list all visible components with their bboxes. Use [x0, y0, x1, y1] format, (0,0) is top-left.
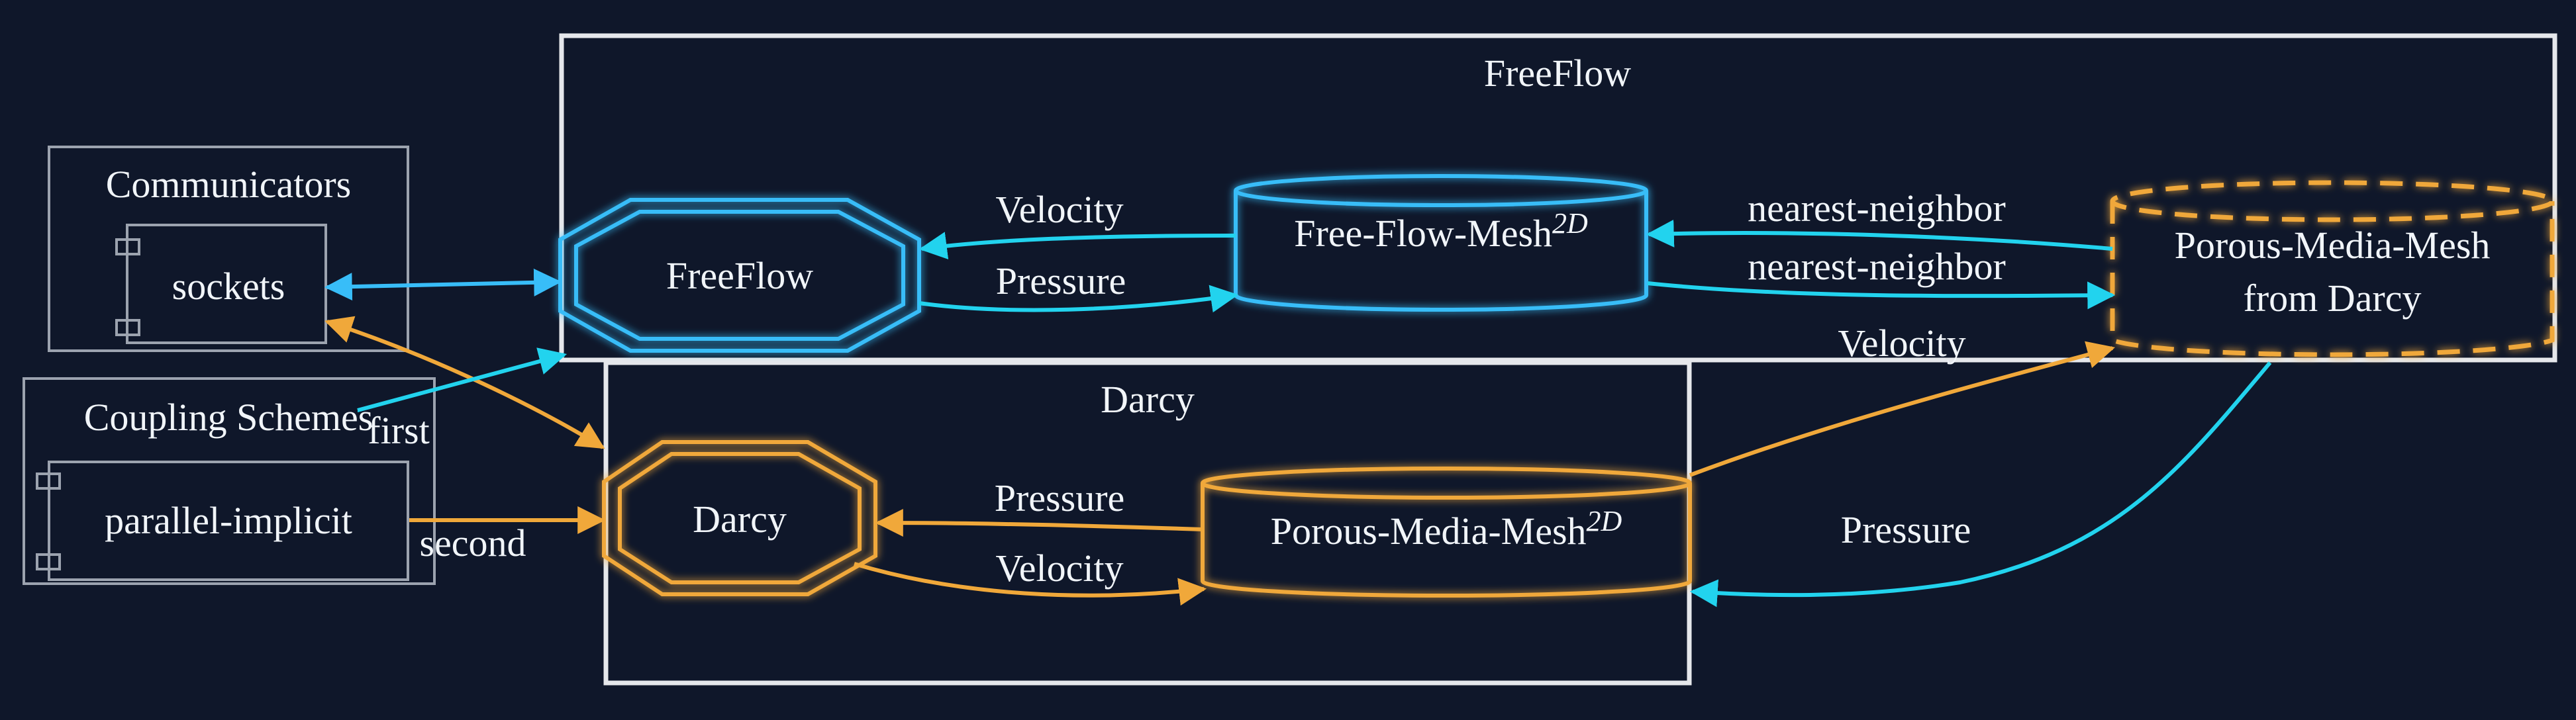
parallel-implicit-label: parallel-implicit: [105, 499, 352, 542]
darcy-participant-label: Darcy: [693, 498, 787, 541]
label-second: second: [419, 521, 526, 564]
freeflow-cluster: [559, 33, 2557, 363]
label-pressure-received: Pressure: [1841, 508, 1971, 551]
communicators-cluster-title: Communicators: [106, 163, 352, 206]
free-flow-mesh-node[interactable]: [1234, 174, 1648, 312]
label-nn-2: nearest-neighbor: [1748, 245, 2006, 288]
edge-sockets-freeflow: [324, 268, 562, 301]
freeflow-participant-node[interactable]: [558, 198, 921, 353]
edge-nn-1: [1646, 219, 2113, 251]
coupling-schemes-cluster: [23, 377, 436, 585]
edge-freeflow-to-ff-mesh: [918, 285, 1239, 313]
free-flow-mesh-label: Free-Flow-Mesh2D: [1294, 207, 1588, 255]
edge-sockets-darcy: [324, 316, 605, 449]
edge-darcy-to-pm-mesh: [854, 562, 1207, 606]
darcy-cluster-title: Darcy: [1101, 378, 1195, 421]
parallel-implicit-node[interactable]: parallel-implicit: [36, 461, 409, 581]
label-velocity-received: Velocity: [1838, 322, 1965, 365]
label-first: first: [368, 409, 429, 452]
coupling-schemes-cluster-title: Coupling Schemes: [84, 396, 373, 439]
communicators-cluster: [48, 146, 409, 352]
label-darcy-pressure: Pressure: [995, 476, 1125, 519]
edge-ff-mesh-to-freeflow: [918, 232, 1236, 259]
label-darcy-velocity: Velocity: [995, 547, 1123, 590]
sockets-node[interactable]: sockets: [115, 224, 327, 344]
edge-pm-mesh-to-darcy: [875, 509, 1203, 537]
received-mesh-label-line2: from Darcy: [2244, 277, 2422, 320]
edge-velocity-to-received: [1689, 341, 2116, 477]
porous-media-mesh-label: Porous-Media-Mesh2D: [1271, 505, 1622, 553]
freeflow-cluster-title: FreeFlow: [1484, 52, 1631, 95]
freeflow-participant-label: FreeFlow: [666, 254, 813, 297]
received-mesh-node[interactable]: [2110, 180, 2555, 357]
label-nn-1: nearest-neighbor: [1748, 187, 2006, 230]
sockets-label: sockets: [172, 265, 285, 308]
porous-media-mesh-node[interactable]: [1201, 467, 1692, 598]
label-ff-pressure: Pressure: [996, 259, 1126, 302]
edge-nn-2: [1647, 281, 2116, 310]
edge-pressure-from-received: [1689, 361, 2272, 608]
received-mesh-label-line1: Porous-Media-Mesh: [2175, 224, 2491, 267]
edge-first: [357, 347, 568, 412]
label-ff-velocity: Velocity: [995, 188, 1123, 231]
